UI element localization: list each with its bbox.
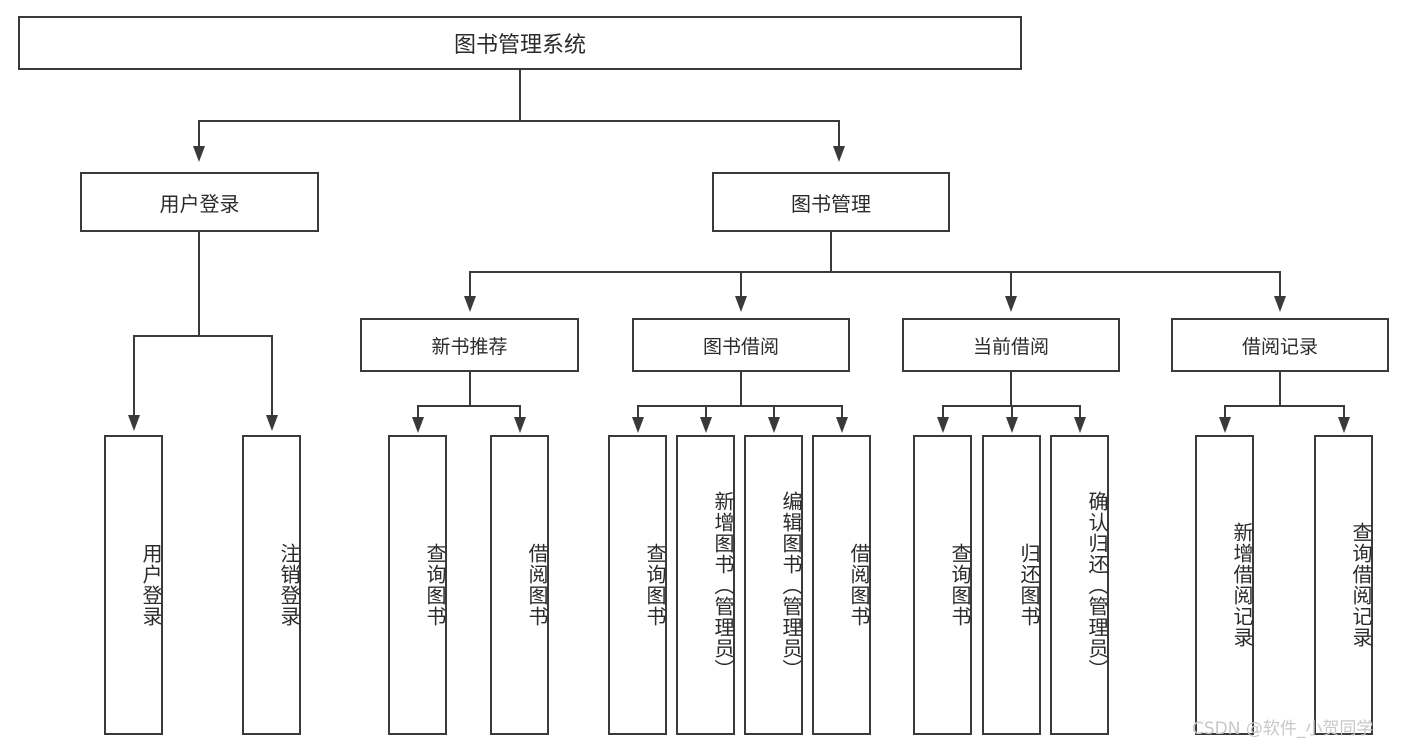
node-new-book-recommend[interactable]: 新书推荐 [360,318,579,372]
connector-current-borrow-stem [1010,372,1012,405]
connector-bb-leaf3 [773,405,775,419]
connector-bm-to-book-borrow [740,271,742,298]
node-book-borrow[interactable]: 图书借阅 [632,318,850,372]
arrow-icon-cb-leaf2 [1006,417,1018,433]
connector-root-bar [198,120,840,122]
leaf-current-borrow-confirm-return-admin[interactable]: 确认归还（管理员） [1050,435,1109,735]
node-label: 当前借阅 [972,335,1049,358]
leaf-book-borrow-borrow-book[interactable]: 借阅图书 [812,435,871,735]
connector-nb-leaf2 [519,405,521,419]
node-label: 借阅图书 [525,543,549,627]
node-label: 查询图书 [423,543,447,627]
connector-nb-leaf1 [417,405,419,419]
arrow-icon-to-book-management [833,146,845,162]
node-label: 编辑图书（管理员） [779,490,803,680]
arrow-icon-br-leaf2 [1338,417,1350,433]
node-label: 查询图书 [643,543,667,627]
connector-borrow-record-stem [1279,372,1281,405]
arrow-icon-br-leaf1 [1219,417,1231,433]
node-label: 确认归还（管理员） [1085,490,1109,680]
node-current-borrow[interactable]: 当前借阅 [902,318,1120,372]
connector-bm-to-new-book [469,271,471,298]
node-user-login[interactable]: 用户登录 [80,172,319,232]
node-label: 图书管理系统 [453,33,586,58]
arrow-icon-cb-leaf3 [1074,417,1086,433]
connector-cb-leaf2 [1011,405,1013,419]
arrow-icon-bb-leaf1 [632,417,644,433]
connector-root-to-user-login [198,120,200,148]
arrow-icon-user-login-leaf1 [128,415,140,431]
node-label: 注销登录 [277,543,301,627]
leaf-book-borrow-edit-book-admin[interactable]: 编辑图书（管理员） [744,435,803,735]
watermark-text: CSDN @软件_小贺同学 [1192,719,1374,739]
arrow-icon-current-borrow [1005,296,1017,312]
node-label: 用户登录 [159,191,240,216]
arrow-icon-bb-leaf2 [700,417,712,433]
connector-user-login-stem [198,232,200,335]
connector-user-login-leaf1 [133,335,135,417]
leaf-user-login-logout[interactable]: 注销登录 [242,435,301,735]
node-label: 新书推荐 [431,335,508,358]
arrow-icon-new-book [464,296,476,312]
arrow-icon-user-login-leaf2 [266,415,278,431]
leaf-book-borrow-search-book[interactable]: 查询图书 [608,435,667,735]
connector-bb-leaf1 [637,405,639,419]
connector-book-management-bar [469,271,1281,273]
node-label: 借阅记录 [1241,335,1318,358]
connector-root-stem [519,70,521,120]
connector-bm-to-borrow-record [1279,271,1281,298]
connector-bm-to-current-borrow [1010,271,1012,298]
node-label: 借阅图书 [847,543,871,627]
node-label: 归还图书 [1017,543,1041,627]
connector-new-book-stem [469,372,471,405]
leaf-new-book-borrow-book[interactable]: 借阅图书 [490,435,549,735]
connector-br-leaf2 [1343,405,1345,419]
node-borrow-record[interactable]: 借阅记录 [1171,318,1389,372]
arrow-icon-borrow-record [1274,296,1286,312]
node-label: 图书借阅 [702,335,779,358]
connector-cb-leaf3 [1079,405,1081,419]
arrow-icon-to-user-login [193,146,205,162]
node-label: 查询图书 [948,543,972,627]
arrow-icon-bb-leaf3 [768,417,780,433]
connector-book-management-stem [830,232,832,271]
arrow-icon-nb-leaf1 [412,417,424,433]
arrow-icon-nb-leaf2 [514,417,526,433]
connector-book-borrow-bar [637,405,842,407]
leaf-current-borrow-search-book[interactable]: 查询图书 [913,435,972,735]
leaf-borrow-record-add-record[interactable]: 新增借阅记录 [1195,435,1254,735]
arrow-icon-book-borrow [735,296,747,312]
node-label: 用户登录 [139,543,163,627]
connector-borrow-record-bar [1224,405,1345,407]
node-label: 图书管理 [791,191,871,216]
leaf-borrow-record-search-record[interactable]: 查询借阅记录 [1314,435,1373,735]
connector-user-login-leaf2 [271,335,273,417]
node-book-management[interactable]: 图书管理 [712,172,950,232]
connector-bb-leaf4 [841,405,843,419]
node-label: 新增图书（管理员） [711,490,735,680]
node-label: 查询借阅记录 [1349,522,1373,648]
node-label: 新增借阅记录 [1230,522,1254,648]
connector-bb-leaf2 [705,405,707,419]
leaf-new-book-search-book[interactable]: 查询图书 [388,435,447,735]
connector-br-leaf1 [1224,405,1226,419]
connector-user-login-bar [133,335,273,337]
arrow-icon-bb-leaf4 [836,417,848,433]
connector-root-to-book-management [838,120,840,148]
leaf-user-login-login[interactable]: 用户登录 [104,435,163,735]
connector-cb-leaf1 [942,405,944,419]
connector-new-book-bar [417,405,521,407]
arrow-icon-cb-leaf1 [937,417,949,433]
connector-book-borrow-stem [740,372,742,405]
leaf-book-borrow-add-book-admin[interactable]: 新增图书（管理员） [676,435,735,735]
node-root-book-management-system[interactable]: 图书管理系统 [18,16,1022,70]
leaf-current-borrow-return-book[interactable]: 归还图书 [982,435,1041,735]
